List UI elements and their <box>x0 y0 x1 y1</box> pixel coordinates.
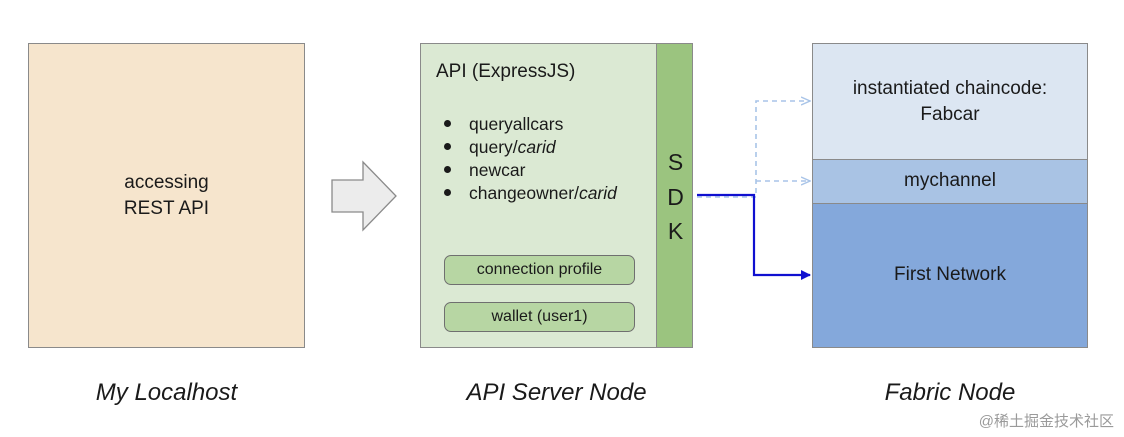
bullet-icon <box>444 165 451 173</box>
caption-localhost: My Localhost <box>95 379 238 406</box>
endpoint-path: changeowner/ <box>469 183 579 203</box>
endpoint-item: query/carid <box>444 137 556 158</box>
sdk-letter-d: D <box>667 184 684 210</box>
chaincode-label-line1: instantiated chaincode: <box>852 78 1048 99</box>
api-title: API (ExpressJS) <box>436 61 576 82</box>
endpoint-item: queryallcars <box>444 114 563 135</box>
endpoint-param: carid <box>578 183 617 203</box>
localhost-label-line2: REST API <box>123 198 210 219</box>
caption-fabric: Fabric Node <box>884 379 1016 406</box>
localhost-box <box>28 43 305 348</box>
localhost-label-line1: accessing <box>124 172 209 193</box>
network-box <box>812 203 1088 348</box>
wallet-pill: wallet (user1) <box>444 302 635 332</box>
watermark: @稀土掘金技术社区 <box>978 413 1114 430</box>
endpoint-path: newcar <box>469 160 526 180</box>
bullet-icon <box>444 188 451 196</box>
solid-connector-network <box>697 193 811 280</box>
channel-box <box>812 159 1088 204</box>
flow-arrow-icon <box>331 160 397 232</box>
caption-api-server: API Server Node <box>466 379 647 406</box>
channel-label: mychannel <box>904 170 996 191</box>
sdk-letter-s: S <box>667 149 684 175</box>
dashed-connector-chaincode <box>697 101 810 198</box>
localhost-label: accessing REST API <box>28 170 305 222</box>
connection-profile-pill: connection profile <box>444 255 635 285</box>
endpoint-path: queryallcars <box>469 114 564 134</box>
bullet-icon <box>444 142 451 150</box>
bullet-icon <box>444 119 451 127</box>
chaincode-label-line2: Fabcar <box>920 104 980 125</box>
sdk-letter-k: K <box>667 218 684 244</box>
network-label: First Network <box>894 264 1006 285</box>
endpoint-param: carid <box>517 137 556 157</box>
chaincode-label: instantiated chaincode: Fabcar <box>812 76 1088 128</box>
endpoint-item: newcar <box>444 160 525 181</box>
chaincode-box <box>812 43 1088 160</box>
endpoint-item: changeowner/carid <box>444 183 617 204</box>
endpoint-path: query/ <box>469 137 518 157</box>
sdk-bar: S D K <box>656 43 693 348</box>
